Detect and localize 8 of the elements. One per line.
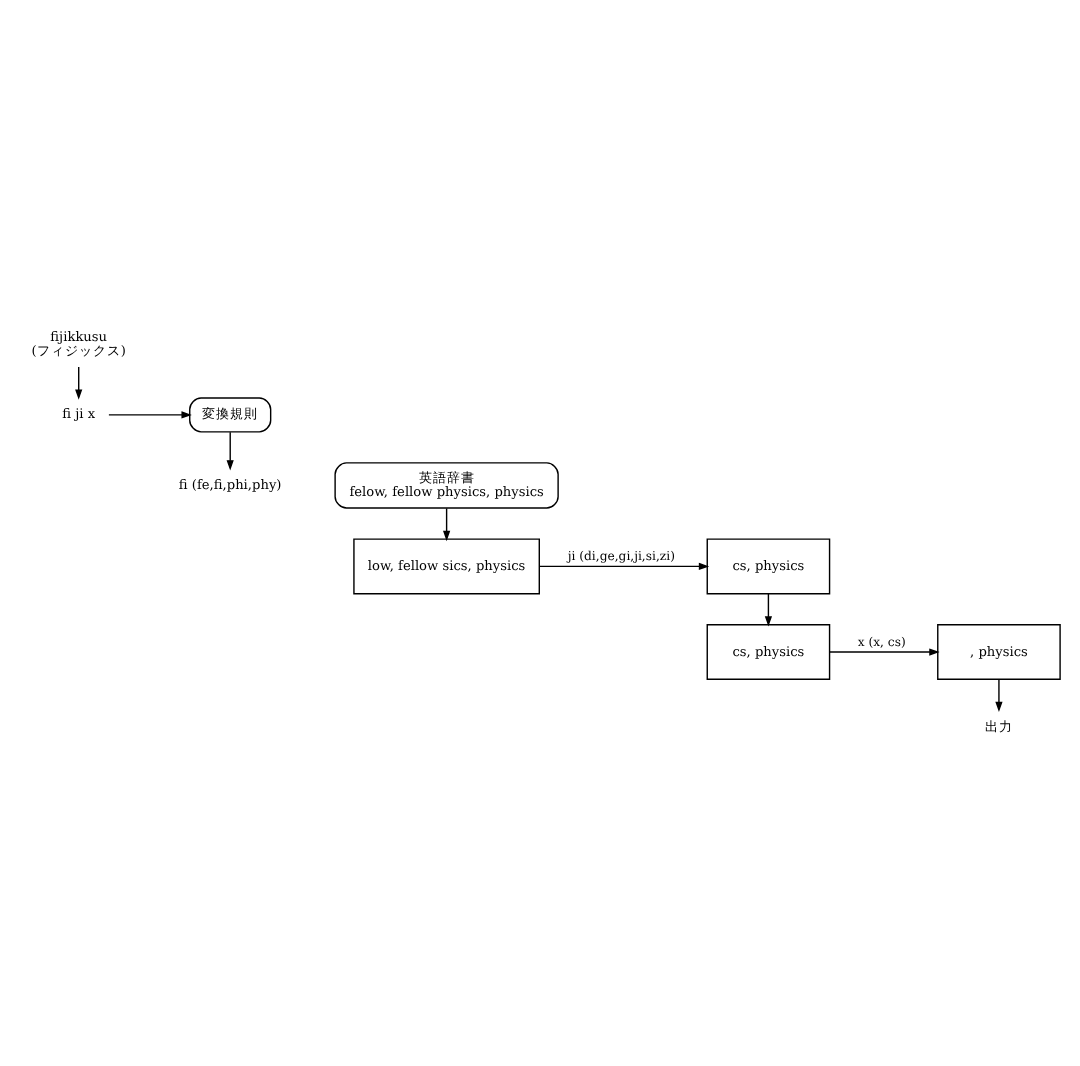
arrow: [539, 562, 710, 571]
arrow: [108, 411, 192, 419]
arrow: [75, 366, 83, 400]
arrow: [226, 431, 234, 471]
arrow: [995, 678, 1003, 713]
arrow: [443, 507, 451, 542]
arrow: [764, 593, 773, 627]
arrow: [828, 648, 940, 656]
